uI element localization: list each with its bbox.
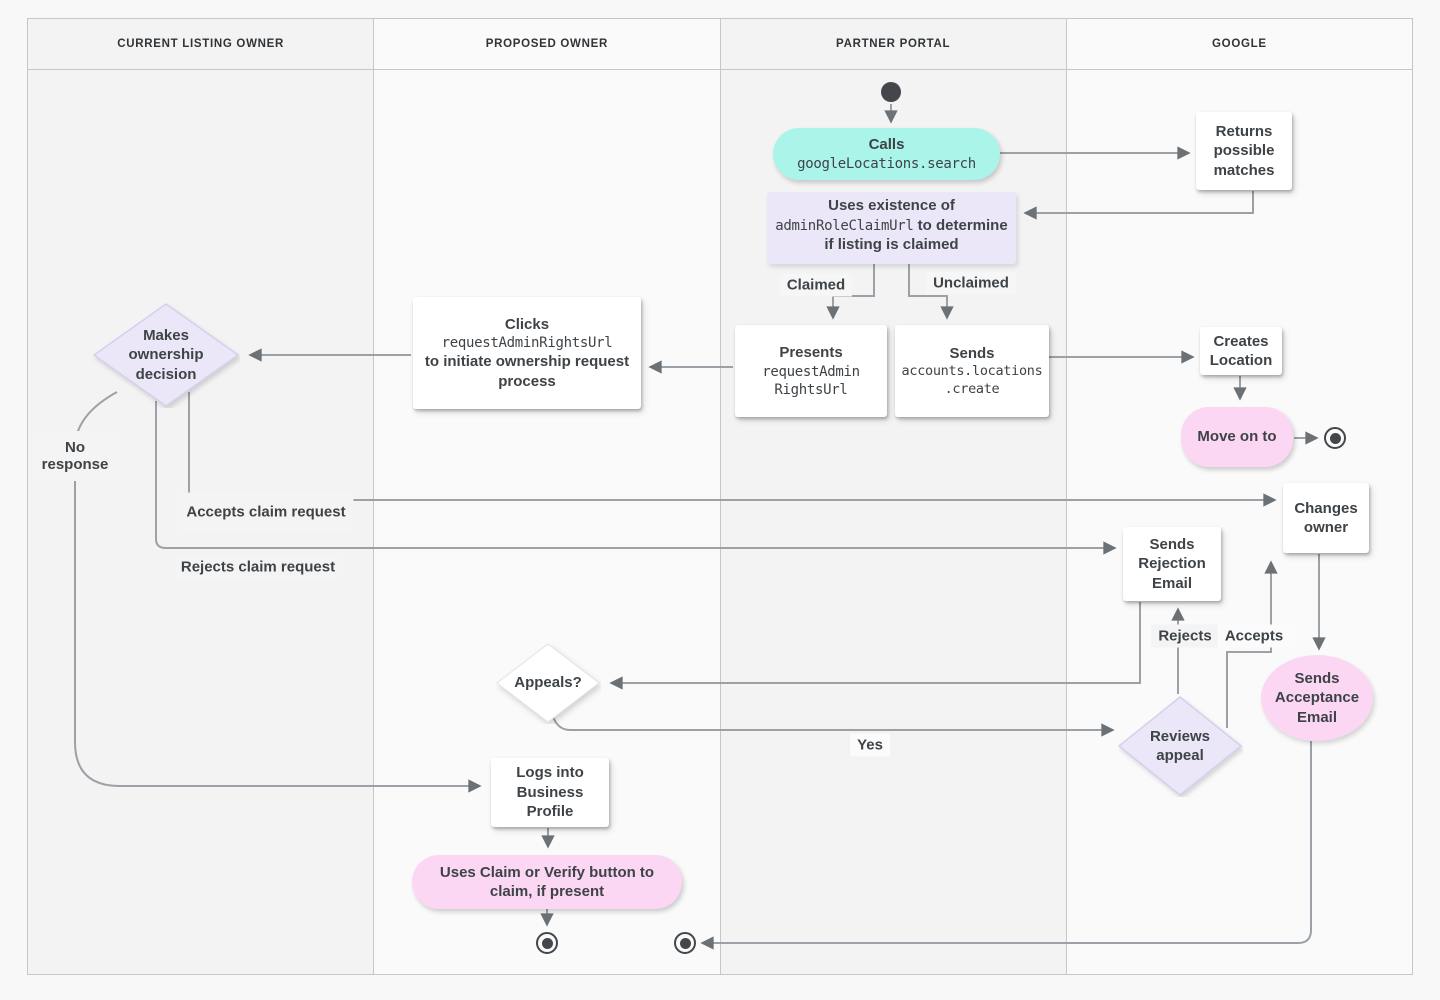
node-label: Sends Rejection Email bbox=[1138, 535, 1206, 592]
edge-label-claimed: Claimed bbox=[779, 273, 853, 297]
node-title: Calls bbox=[868, 136, 905, 154]
move-on-to-node: Move on to bbox=[1181, 407, 1293, 467]
lane-header-current-listing-owner: CURRENT LISTING OWNER bbox=[28, 19, 374, 70]
node-text-before: Uses existence of bbox=[828, 197, 955, 214]
calls-google-locations-search-node: Calls googleLocations.search bbox=[773, 128, 1000, 180]
node-code: requestAdminRightsUrl bbox=[441, 335, 613, 352]
clicks-request-admin-rights-url-node: Clicks requestAdminRightsUrl to initiate… bbox=[413, 297, 641, 409]
node-title: Sends bbox=[949, 344, 995, 362]
edge-label-yes: Yes bbox=[850, 733, 890, 757]
node-text-after: to initiate ownership request process bbox=[424, 353, 630, 390]
lane-header-partner-portal: PARTNER PORTAL bbox=[720, 19, 1066, 70]
node-label: Sends Acceptance Email bbox=[1274, 669, 1360, 726]
node-code: requestAdmin RightsUrl bbox=[762, 363, 860, 398]
lane-header-google: GOOGLE bbox=[1066, 19, 1412, 70]
start-node bbox=[881, 82, 901, 102]
presents-request-admin-rights-url-node: Presents requestAdmin RightsUrl bbox=[735, 325, 887, 417]
node-title: Presents bbox=[779, 344, 843, 362]
node-label: Logs into Business Profile bbox=[516, 764, 584, 821]
returns-possible-matches-node: Returns possible matches bbox=[1196, 112, 1292, 190]
diamond-shape bbox=[496, 643, 600, 723]
lane-proposed-owner: PROPOSED OWNER bbox=[374, 19, 721, 974]
edge-label-rejects-claim-request: Rejects claim request bbox=[173, 555, 343, 579]
appeals-decision-node: Appeals? bbox=[495, 642, 601, 724]
lane-header-proposed-owner: PROPOSED OWNER bbox=[374, 19, 720, 70]
edge-label-unclaimed: Unclaimed bbox=[926, 271, 1016, 295]
uses-claim-or-verify-button-node: Uses Claim or Verify button to claim, if… bbox=[412, 855, 682, 909]
node-code: accounts.locations .create bbox=[901, 363, 1043, 397]
changes-owner-node: Changes owner bbox=[1283, 483, 1369, 553]
edge-label-rejects: Rejects bbox=[1151, 624, 1219, 648]
uses-existence-admin-role-claim-url-node: Uses existence of adminRoleClaimUrl to d… bbox=[767, 192, 1016, 264]
node-label: Reviews appeal bbox=[1149, 727, 1211, 765]
node-label: Makes ownership decision bbox=[128, 326, 204, 383]
node-label: Creates Location bbox=[1209, 332, 1273, 370]
edge-label-accepts: Accepts bbox=[1217, 624, 1291, 648]
node-code: googleLocations.search bbox=[797, 155, 976, 172]
node-label: Returns possible matches bbox=[1213, 122, 1275, 179]
end-node-acceptance bbox=[674, 932, 696, 954]
logs-into-business-profile-node: Logs into Business Profile bbox=[491, 758, 609, 827]
sends-accounts-locations-create-node: Sends accounts.locations .create bbox=[895, 325, 1049, 417]
node-label: Uses Claim or Verify button to claim, if… bbox=[439, 863, 655, 901]
creates-location-node: Creates Location bbox=[1200, 327, 1282, 375]
end-node-google bbox=[1324, 427, 1346, 449]
sends-acceptance-email-node: Sends Acceptance Email bbox=[1261, 655, 1373, 741]
node-label: Move on to bbox=[1197, 428, 1277, 446]
node-code: adminRoleClaimUrl bbox=[775, 217, 914, 234]
node-label: Appeals? bbox=[514, 674, 582, 692]
node-label: Changes owner bbox=[1294, 499, 1358, 537]
end-node-proposed-owner bbox=[536, 932, 558, 954]
makes-ownership-decision-node: Makes ownership decision bbox=[92, 302, 240, 408]
node-text-after: to determine if listing is claimed bbox=[824, 216, 1008, 254]
reviews-appeal-node: Reviews appeal bbox=[1117, 695, 1243, 797]
node-title: Clicks bbox=[504, 315, 550, 333]
sends-rejection-email-node: Sends Rejection Email bbox=[1123, 527, 1221, 601]
edge-label-accepts-claim-request: Accepts claim request bbox=[178, 492, 354, 532]
edge-label-no-response: No response bbox=[32, 431, 118, 481]
